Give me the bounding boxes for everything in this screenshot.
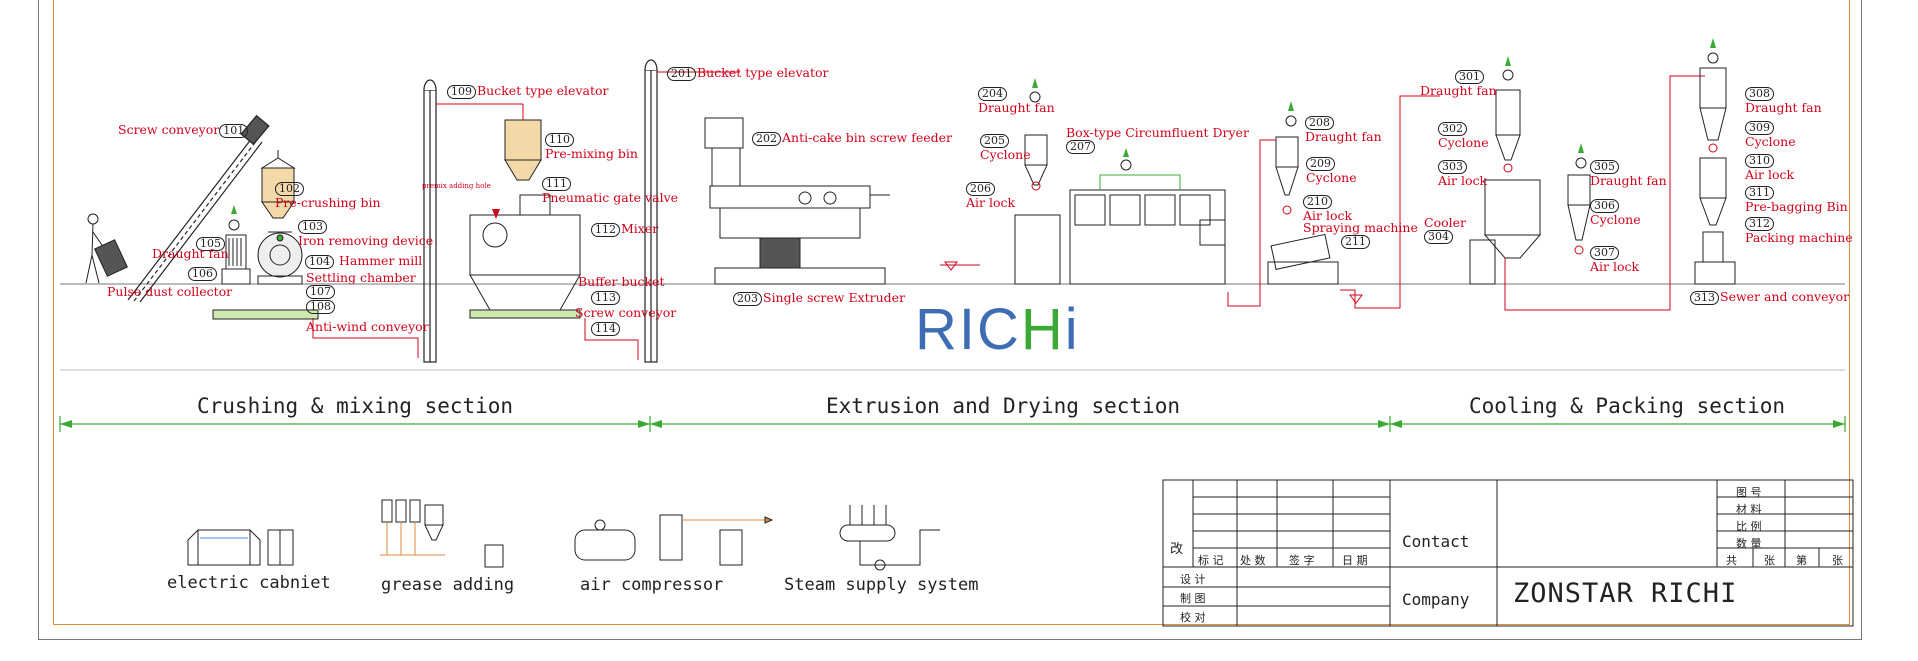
utility-steam-supply: Steam supply system xyxy=(784,575,979,595)
label-108: Anti-wind conveyor xyxy=(306,319,429,334)
packing-line-drawing xyxy=(1694,52,1736,285)
label-113-num: 113 xyxy=(591,290,621,305)
tb-col3: 签 字 xyxy=(1289,554,1315,567)
label-114-num: 114 xyxy=(591,321,621,336)
tb-company-name: ZONSTAR RICHI xyxy=(1513,578,1738,609)
label-104: 104 Hammer mill xyxy=(305,254,422,269)
drawing-frame xyxy=(53,0,1850,625)
drawing-border xyxy=(38,0,1862,640)
bucket-elevator-201-drawing xyxy=(644,59,658,363)
cyclone-204-drawing xyxy=(1014,91,1061,285)
pulse-dust-collector-drawing xyxy=(221,219,251,285)
worker-figure xyxy=(85,213,128,284)
title-block xyxy=(1162,479,1854,627)
section-dimension-line xyxy=(59,416,1846,432)
tb-k5d: 张 xyxy=(1832,554,1843,567)
utility-grease-adding: grease adding xyxy=(381,575,515,595)
mixer-drawing xyxy=(469,194,581,319)
cyclone-208-drawing xyxy=(1275,115,1299,215)
tb-col4: 日 期 xyxy=(1342,554,1368,567)
dryer-drawing xyxy=(1069,159,1226,285)
section-title-crushing: Crushing & mixing section xyxy=(197,394,514,418)
tb-k3: 比 例 xyxy=(1736,520,1762,533)
utility-air-compressor: air compressor xyxy=(580,575,724,595)
label-106-num: 106 xyxy=(188,266,218,281)
section-title-cooling: Cooling & Packing section xyxy=(1469,394,1786,418)
exhaust-arrow xyxy=(231,205,237,214)
tb-company: Company xyxy=(1402,590,1470,609)
cyclone-305-drawing xyxy=(1567,157,1591,255)
extruder-drawing xyxy=(704,117,890,285)
tb-k2: 材 料 xyxy=(1736,503,1762,516)
tb-col1: 标 记 xyxy=(1198,554,1224,567)
label-105-num: 105 xyxy=(196,236,226,251)
tb-col2: 处 数 xyxy=(1240,554,1266,567)
utility-electric-cabinet: electric cabniet xyxy=(167,573,331,593)
air-compressor-icon xyxy=(574,514,774,566)
label-106: Pulse dust collector xyxy=(107,284,233,299)
tb-r2: 制 图 xyxy=(1180,592,1206,605)
spraying-machine-drawing xyxy=(1267,233,1339,285)
tb-k5a: 共 xyxy=(1726,554,1737,567)
label-105: Draught fan xyxy=(152,246,229,261)
tb-k4: 数 量 xyxy=(1736,537,1762,550)
steam-supply-icon xyxy=(839,505,940,571)
hammer-mill-drawing xyxy=(257,231,303,285)
label-108-num: 108 xyxy=(306,299,336,314)
label-premix: premix adding hole xyxy=(422,182,491,190)
pre-mixing-bin-drawing xyxy=(436,103,542,181)
electric-cabinet-icon xyxy=(187,529,294,566)
grease-adding-icon xyxy=(380,499,504,568)
section-title-extrusion: Extrusion and Drying section xyxy=(826,394,1181,418)
bucket-elevator-109-drawing xyxy=(423,79,437,363)
tb-r3: 校 对 xyxy=(1180,611,1206,624)
richi-logo: RICHi xyxy=(915,297,1080,362)
tb-k5b: 张 xyxy=(1764,554,1775,567)
cooler-drawing xyxy=(1469,69,1542,285)
tb-r1: 设 计 xyxy=(1180,573,1206,586)
screw-conveyor-drawing xyxy=(127,114,270,303)
tb-contact: Contact xyxy=(1402,532,1470,551)
tb-k1: 图 号 xyxy=(1736,486,1762,499)
label-114: Screw conveyor xyxy=(575,305,677,320)
tb-k5c: 第 xyxy=(1796,554,1807,567)
anti-wind-conveyor-drawing xyxy=(212,309,319,320)
tb-gai: 改 xyxy=(1170,542,1184,557)
label-113: Buffer bucket xyxy=(578,274,665,289)
